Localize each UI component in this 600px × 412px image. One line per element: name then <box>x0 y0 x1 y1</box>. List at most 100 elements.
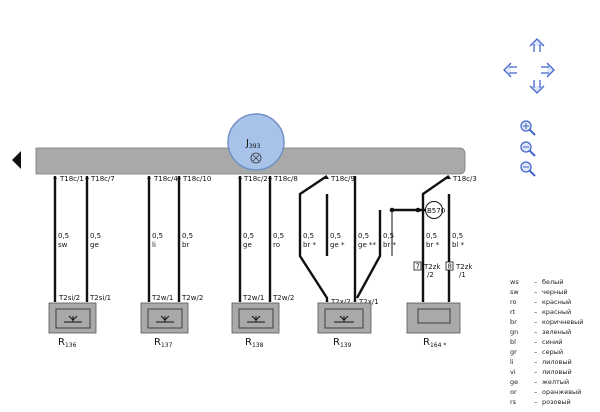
svg-text:–: – <box>534 298 537 306</box>
component-sub: 138 <box>252 342 264 349</box>
wire-color: br <box>182 241 189 249</box>
component-r164[interactable]: R164 * <box>406 302 461 349</box>
pan-up-icon[interactable] <box>529 38 545 52</box>
pin-label: T18c/1 <box>59 175 84 183</box>
svg-text:–: – <box>534 378 537 386</box>
unit-sub: 393 <box>249 143 261 150</box>
legend-code: br <box>510 318 517 326</box>
connector-label: T2x/1 <box>358 298 379 306</box>
connector-label: T2si/2 <box>58 294 80 302</box>
wire-labels: 0,5 sw 0,5 ge 0,5 li 0,5 br 0,5 ge 0,5 r… <box>58 232 465 249</box>
legend-desc: желтый <box>542 378 569 386</box>
svg-text:R164 *: R164 * <box>423 337 446 349</box>
pin-label: T18c/10 <box>182 175 211 183</box>
wire-color: ge <box>90 241 99 249</box>
zoom-out-icon[interactable] <box>520 141 536 157</box>
legend-desc: зеленый <box>542 328 571 336</box>
t2zk-label: T2zk <box>455 263 473 271</box>
svg-text:–: – <box>534 368 537 376</box>
pin-label: T18c/4 <box>153 175 178 183</box>
legend-code: vi <box>510 368 516 376</box>
svg-text:–: – <box>534 308 537 316</box>
legend-code: gn <box>510 328 518 336</box>
wire-color: ge * <box>330 241 345 249</box>
connector-labels: T2si/2 T2si/1 T2w/1 T2w/2 T2w/1 T2w/2 T2… <box>58 294 379 306</box>
legend-desc: красный <box>542 308 571 316</box>
svg-text:–: – <box>534 278 537 286</box>
svg-text:J393: J393 <box>245 138 261 150</box>
wire-size: 0,5 <box>303 232 314 240</box>
legend-desc: синий <box>542 338 563 346</box>
wire-size: 0,5 <box>330 232 341 240</box>
legend-code: li <box>510 358 514 366</box>
svg-text:–: – <box>534 348 537 356</box>
back-arrow-icon[interactable] <box>12 151 21 169</box>
legend-desc: розовый <box>542 398 571 406</box>
svg-text:–: – <box>534 398 537 406</box>
wire-size: 0,5 <box>426 232 437 240</box>
component-sub: 136 <box>65 342 77 349</box>
legend-desc: лиловый <box>542 368 572 376</box>
pin-label: T18c/8 <box>273 175 298 183</box>
svg-text:R138: R138 <box>245 337 264 349</box>
component-label: R <box>58 337 65 348</box>
wire-color: br * <box>383 241 397 249</box>
pin-label: T18c/7 <box>90 175 115 183</box>
svg-text:–: – <box>534 288 537 296</box>
connector-label: T2w/2 <box>181 294 203 302</box>
connector-label: T2w/2 <box>272 294 294 302</box>
legend-code: ge <box>510 378 518 386</box>
wire-color: br * <box>426 241 440 249</box>
pin-label: T18c/2 <box>243 175 268 183</box>
t2zk-number: 7 <box>416 263 420 271</box>
pan-down-icon[interactable] <box>529 80 545 94</box>
wire-size: 0,5 <box>452 232 463 240</box>
svg-text:–: – <box>534 388 537 396</box>
junction-b570[interactable]: B570 <box>389 201 445 219</box>
component-label: R <box>333 337 340 348</box>
component-r136[interactable]: R136 <box>48 302 97 349</box>
zoom-reset-icon[interactable] <box>520 161 536 177</box>
t2zk-pin: /2 <box>427 271 434 279</box>
zoom-in-icon[interactable] <box>520 120 536 136</box>
wire-color: sw <box>58 241 68 249</box>
color-legend: ws – белый sw – черный ro – красный rt –… <box>510 278 584 406</box>
wire-size: 0,5 <box>58 232 69 240</box>
wire-size: 0,5 <box>182 232 193 240</box>
connector-label: T2si/1 <box>89 294 111 302</box>
wire-color: ro <box>273 241 280 249</box>
component-r138[interactable]: R138 <box>231 302 280 349</box>
pin-label: T18c/9 <box>330 175 355 183</box>
wire-color: bl * <box>452 241 465 249</box>
component-label: R <box>423 337 430 348</box>
component-sub: 164 * <box>430 342 446 349</box>
pan-left-icon[interactable] <box>503 62 517 78</box>
unit-label: J <box>245 138 249 149</box>
wires <box>53 175 451 302</box>
legend-code: gr <box>510 348 517 356</box>
legend-code: ws <box>510 278 519 286</box>
svg-text:–: – <box>534 358 537 366</box>
wire-size: 0,5 <box>152 232 163 240</box>
svg-text:–: – <box>534 328 537 336</box>
component-sub: 137 <box>161 342 173 349</box>
t2zk-connectors: 7 T2zk /2 8 T2zk /1 <box>413 261 473 279</box>
legend-code: rt <box>510 308 516 316</box>
pan-right-icon[interactable] <box>541 62 555 78</box>
control-unit-j393[interactable]: J393 <box>227 113 285 171</box>
junction-label: B570 <box>427 207 445 215</box>
t2zk-number: 8 <box>448 263 452 271</box>
wire-color: ge ** <box>358 241 376 249</box>
legend-desc: лиловый <box>542 358 572 366</box>
legend-desc: черный <box>542 288 568 296</box>
svg-text:R137: R137 <box>154 337 173 349</box>
svg-text:–: – <box>534 318 537 326</box>
component-r137[interactable]: R137 <box>140 302 189 349</box>
wire-color: ge <box>243 241 252 249</box>
component-label: R <box>154 337 161 348</box>
wire-color: li <box>152 241 156 249</box>
pin-labels: T18c/1 T18c/7 T18c/4 T18c/10 T18c/2 T18c… <box>53 175 477 183</box>
legend-code: sw <box>510 288 519 296</box>
component-r139[interactable]: R139 <box>317 302 372 349</box>
